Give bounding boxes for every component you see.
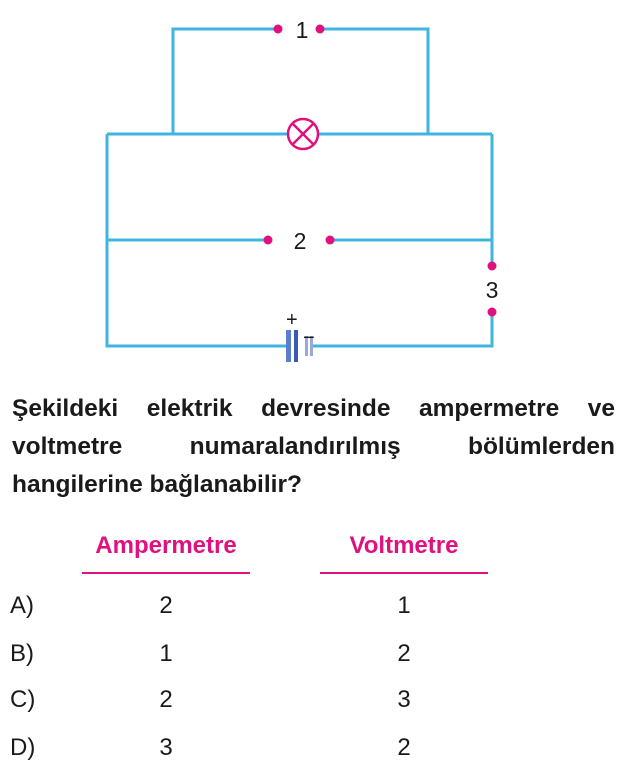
option-letter: C) <box>10 686 36 713</box>
lamp-icon <box>286 117 320 151</box>
terminal-1b <box>315 24 325 34</box>
option-letter: D) <box>10 734 36 761</box>
circuit-diagram: + − 1 2 3 <box>105 17 499 362</box>
wire-outer-left <box>105 134 286 348</box>
option-amper-value: 2 <box>159 592 173 619</box>
gap-label-2: 2 <box>294 228 307 254</box>
option-amper-value: 1 <box>159 640 173 667</box>
header-ampermetre: Ampermetre <box>95 532 237 559</box>
header-underline-ampermetre <box>82 572 250 574</box>
option-amper-value: 3 <box>159 734 173 761</box>
terminal-2a <box>263 235 273 245</box>
option-letter: A) <box>10 592 34 619</box>
terminal-1a <box>273 24 283 34</box>
option-d[interactable]: D) 3 2 <box>0 734 625 768</box>
option-volt-value: 2 <box>397 640 411 667</box>
wire-outer-right-lower <box>310 312 494 348</box>
wire-top-loop-right <box>320 27 430 134</box>
option-letter: B) <box>10 640 34 667</box>
terminal-2b <box>325 235 335 245</box>
battery-minus-label: − <box>303 327 315 349</box>
option-b[interactable]: B) 1 2 <box>0 640 625 674</box>
option-volt-value: 2 <box>397 734 411 761</box>
wire-top-loop-left <box>171 27 278 134</box>
option-c[interactable]: C) 2 3 <box>0 686 625 720</box>
option-volt-value: 3 <box>397 686 411 713</box>
question-text: Şekildeki elektrik devresinde ampermetre… <box>12 395 615 498</box>
header-voltmetre: Voltmetre <box>349 532 459 559</box>
terminal-3a <box>487 261 497 271</box>
gap-label-3: 3 <box>486 277 499 303</box>
option-amper-value: 2 <box>159 686 173 713</box>
gap-label-1: 1 <box>296 17 309 43</box>
option-a[interactable]: A) 2 1 <box>0 592 625 626</box>
terminal-3b <box>487 307 497 317</box>
header-underline-voltmetre <box>320 572 488 574</box>
option-volt-value: 1 <box>397 592 411 619</box>
battery-plus-label: + <box>286 309 298 331</box>
battery-icon <box>286 330 313 362</box>
